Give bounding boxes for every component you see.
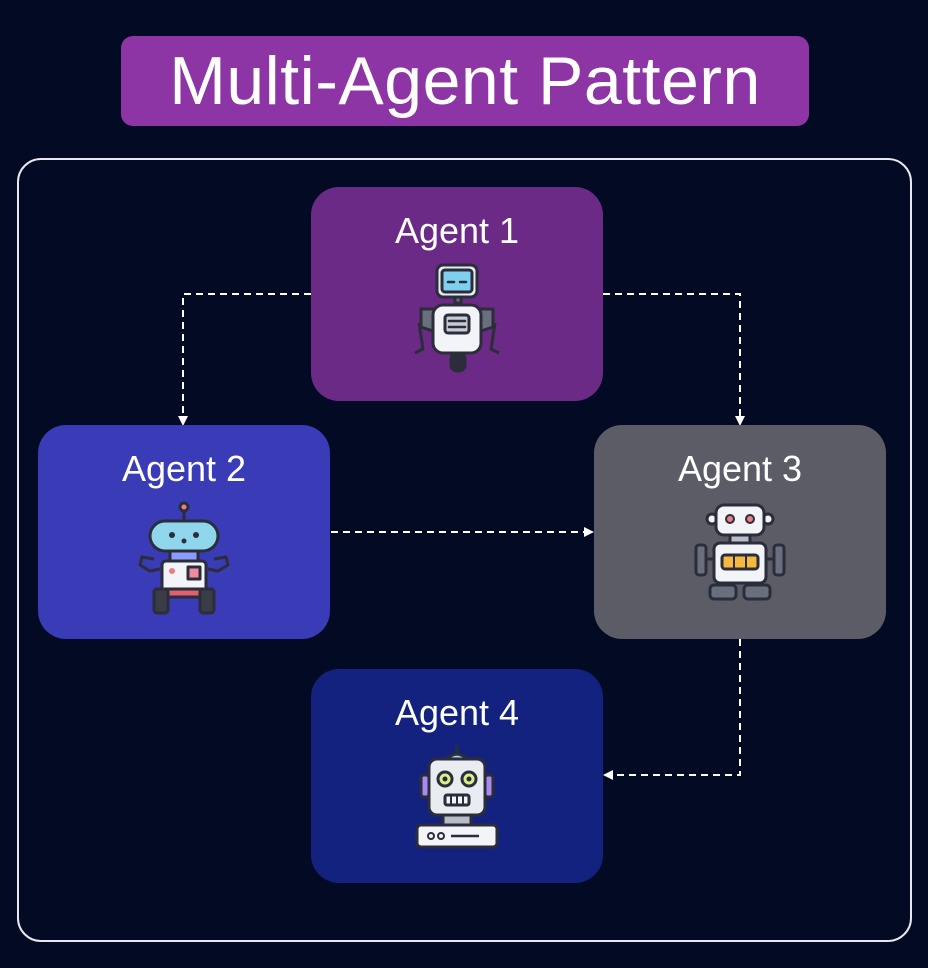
agent-3-label: Agent 3 [677,448,803,489]
agent-3-card[interactable]: Agent 3 [594,425,886,639]
robot-icon [414,263,500,373]
agent-1-card[interactable]: Agent 1 [311,187,603,401]
diagram-frame [17,158,912,942]
robot-icon [694,503,786,601]
agent-4-card[interactable]: Agent 4 [311,669,603,883]
agent-1-label: Agent 1 [394,210,520,251]
page-title: Multi-Agent Pattern [121,36,809,126]
agent-2-label: Agent 2 [121,448,247,489]
robot-icon [138,501,230,615]
agent-4-label: Agent 4 [394,692,520,733]
robot-icon [415,745,499,849]
agent-2-card[interactable]: Agent 2 [38,425,330,639]
